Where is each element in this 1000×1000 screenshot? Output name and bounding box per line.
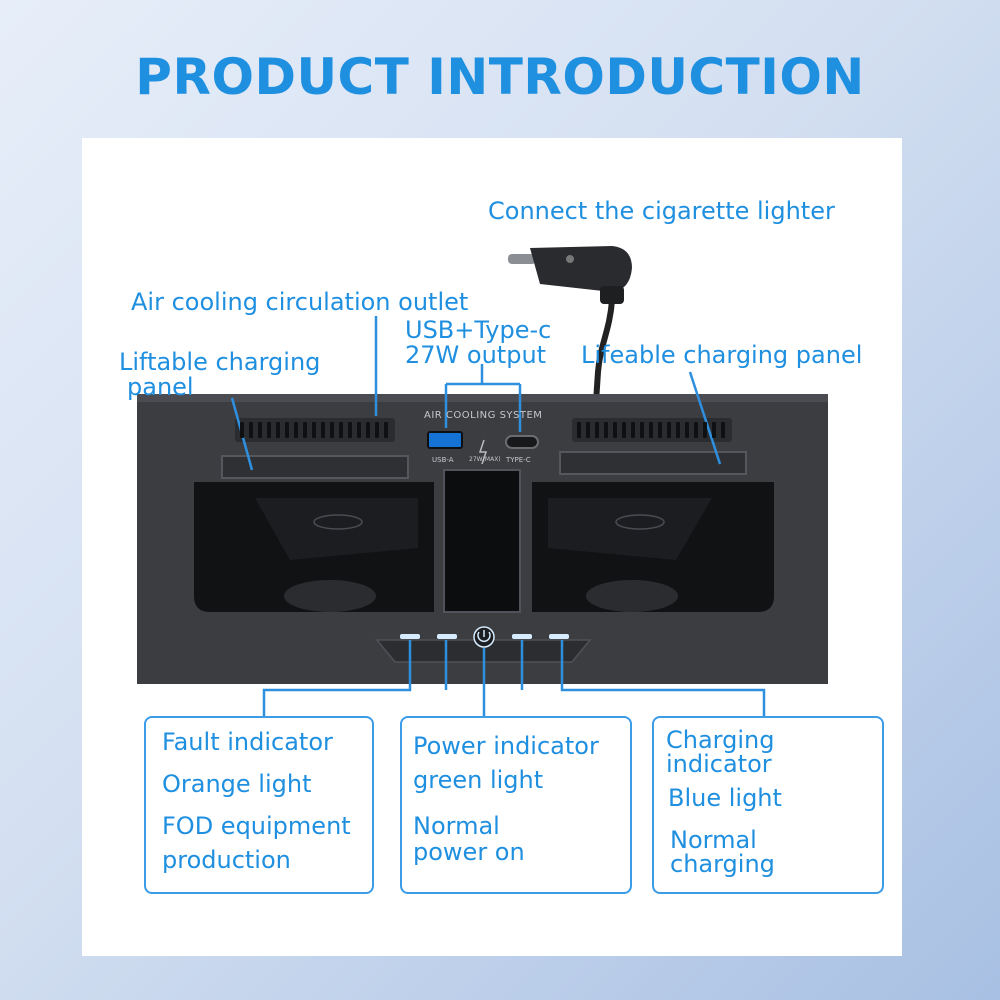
vent-slat — [604, 422, 608, 438]
left-panel-label: Liftable charging panel — [119, 348, 321, 402]
usb-typec-label: USB+Type-c 27W output — [405, 316, 552, 370]
vent-slat — [375, 422, 379, 438]
lighter-cable — [593, 299, 615, 403]
fault-line2: Orange light — [162, 770, 312, 798]
power-button-icon — [473, 626, 495, 648]
power-line2: green light — [413, 766, 544, 794]
type-c-port-icon — [505, 435, 539, 449]
vent-slat — [631, 422, 635, 438]
vent-slat — [384, 422, 388, 438]
charging-indicator-box: Charging indicator Blue light Normal cha… — [652, 716, 884, 894]
vent-slat — [267, 422, 271, 438]
vent-slat — [357, 422, 361, 438]
usb-a-port-icon — [427, 431, 463, 449]
fault-line1: Fault indicator — [162, 728, 333, 756]
vent-slat — [285, 422, 289, 438]
vent-slat — [586, 422, 590, 438]
charging-line2: indicator — [666, 750, 772, 778]
power-line1: Power indicator — [413, 732, 599, 760]
air-cooling-label: Air cooling circulation outlet — [131, 288, 469, 316]
power-indicator-box: Power indicator green light Normal power… — [400, 716, 632, 894]
indicator-lights — [400, 634, 569, 639]
cigarette-lighter-label: Connect the cigarette lighter — [488, 197, 835, 225]
vent-slat — [321, 422, 325, 438]
vent-slat — [249, 422, 253, 438]
vent-slat — [667, 422, 671, 438]
indicator-light-1 — [400, 634, 420, 639]
line-right-panel — [688, 371, 722, 465]
charging-line4: Normal — [670, 826, 757, 854]
vent-slat — [366, 422, 370, 438]
page-title: PRODUCT INTRODUCTION — [135, 48, 865, 106]
vent-slat — [258, 422, 262, 438]
vent-slat — [685, 422, 689, 438]
vent-slat — [348, 422, 352, 438]
vent-slat — [240, 422, 244, 438]
charging-line1: Charging — [666, 726, 775, 754]
indicator-light-2 — [437, 634, 457, 639]
fault-line3: FOD equipment — [162, 812, 351, 840]
charging-line3: Blue light — [668, 784, 782, 812]
left-panel-line2: panel — [127, 373, 194, 402]
vent-slat — [276, 422, 280, 438]
vent-slat — [712, 422, 716, 438]
fault-indicator-box: Fault indicator Orange light FOD equipme… — [144, 716, 374, 894]
vent-slat — [294, 422, 298, 438]
vent-slat — [721, 422, 725, 438]
vent-slat — [676, 422, 680, 438]
vent-slat — [649, 422, 653, 438]
right-lift-panel — [559, 451, 747, 475]
vent-slat — [622, 422, 626, 438]
type-c-label: TYPE-C — [506, 456, 531, 464]
fault-line4: production — [162, 846, 291, 874]
power-line3: Normal — [413, 812, 500, 840]
vent-slat — [703, 422, 707, 438]
qi-right-icon — [615, 514, 665, 530]
usb-a-label: USB-A — [432, 456, 454, 464]
power-max-label: 27W(MAX) — [469, 456, 501, 463]
vent-slat — [312, 422, 316, 438]
right-panel-label: Lifeable charging panel — [581, 341, 863, 369]
vent-slat — [694, 422, 698, 438]
usb-typec-line1: USB+Type-c — [405, 316, 552, 344]
line-usb — [444, 364, 522, 432]
left-lift-panel — [221, 455, 409, 479]
line-charging — [520, 640, 766, 716]
usb-typec-line2: 27W output — [405, 341, 547, 370]
vent-slat — [640, 422, 644, 438]
vent-slat — [303, 422, 307, 438]
vent-slat — [577, 422, 581, 438]
vent-slat — [658, 422, 662, 438]
power-line4: power on — [413, 838, 525, 866]
center-phone-slot — [443, 469, 521, 613]
line-fault — [262, 640, 448, 716]
air-cooling-system-label: AIR COOLING SYSTEM — [424, 410, 543, 421]
vent-slat — [330, 422, 334, 438]
indicator-light-4 — [549, 634, 569, 639]
lightning-icon — [478, 439, 488, 465]
qi-left-icon — [313, 514, 363, 530]
indicator-light-3 — [512, 634, 532, 639]
vent-slat — [613, 422, 617, 438]
vent-slat — [595, 422, 599, 438]
cigarette-lighter-plug-icon — [508, 246, 632, 304]
vent-slat — [339, 422, 343, 438]
charging-line5: charging — [670, 850, 775, 878]
left-panel-line1: Liftable charging — [119, 348, 321, 376]
